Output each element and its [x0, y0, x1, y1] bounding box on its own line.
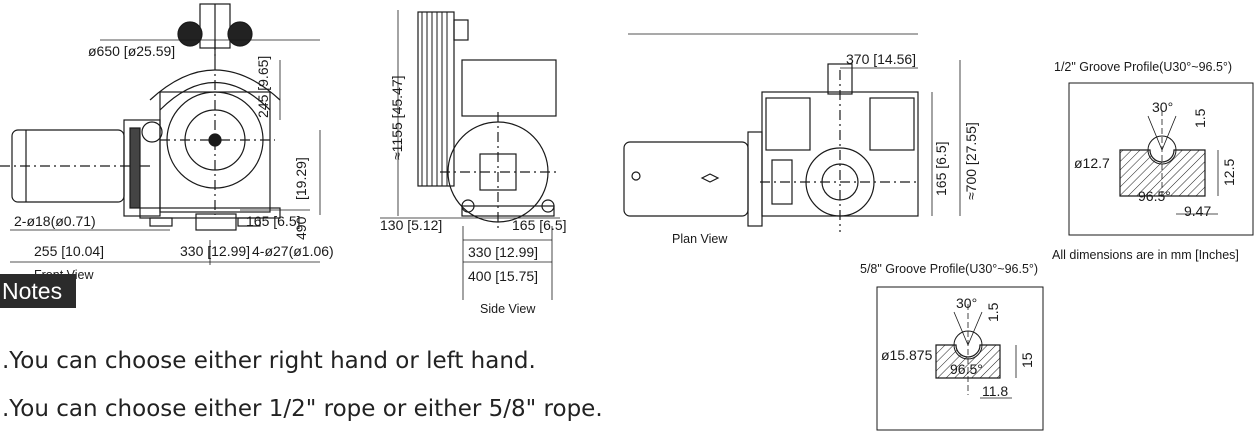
groove-five-eighths-depth: 1.5	[985, 302, 1001, 322]
dim-700: ≈700 [27.55]	[963, 122, 979, 200]
groove-five-eighths-profile: 30° 1.5 ø15.875 15 96.5° 11.8	[876, 286, 1044, 431]
dim-bolt-holes: 2-ø18(ø0.71)	[14, 213, 96, 229]
dim-165-side: 165 [6.5]	[512, 217, 567, 233]
groove-five-eighths-height: 15	[1019, 352, 1035, 368]
front-view-dims: ø650 [ø25.59] 245 [9.65] [19.29] 490 165…	[14, 43, 334, 282]
dim-330-side: 330 [12.99]	[468, 244, 538, 260]
notes-heading: Notes	[0, 274, 76, 308]
groove-half-height: 12.5	[1221, 159, 1237, 186]
groove-half-title: 1/2" Groove Profile(U30°~96.5°)	[1054, 60, 1232, 74]
dim-165-plan: 165 [6.5]	[933, 142, 949, 197]
groove-half-undercut: 96.5°	[1138, 188, 1171, 204]
dim-19-29: [19.29]	[293, 157, 309, 200]
dim-255: 255 [10.04]	[34, 243, 104, 259]
dim-370: 370 [14.56]	[846, 51, 916, 67]
side-view-caption: Side View	[480, 302, 536, 316]
dim-1155: ≈1155 [45.47]	[389, 76, 405, 161]
groove-five-eighths-width: 11.8	[982, 383, 1008, 399]
groove-half-profile: 30° 1.5 ø12.7 12.5 96.5° 9.47	[1068, 82, 1254, 236]
dim-245: 245 [9.65]	[255, 56, 271, 118]
groove-five-eighths-title: 5/8" Groove Profile(U30°~96.5°)	[860, 262, 1038, 276]
side-view	[380, 10, 560, 300]
units-note: All dimensions are in mm [Inches]	[1052, 248, 1239, 262]
dim-sheave-diameter: ø650 [ø25.59]	[88, 43, 175, 59]
groove-half-depth: 1.5	[1192, 108, 1208, 128]
groove-five-eighths-angle: 30°	[956, 295, 977, 311]
groove-five-eighths-diameter: ø15.875	[881, 347, 933, 363]
plan-view-dims: 370 [14.56] 165 [6.5] ≈700 [27.55] Plan …	[672, 51, 979, 246]
note-item-rope: .You can choose either 1/2" rope or eith…	[2, 396, 603, 422]
side-view-dims: ≈1155 [45.47] 130 [5.12] 165 [6.5] 330 […	[380, 76, 567, 317]
dim-330-front: 330 [12.99]	[180, 243, 250, 259]
groove-five-eighths-undercut: 96.5°	[950, 361, 983, 377]
dim-165-front: 165 [6.5]	[246, 213, 301, 229]
plan-view	[623, 33, 961, 232]
dim-490: 490	[293, 216, 309, 240]
groove-half-diameter: ø12.7	[1074, 155, 1110, 171]
plan-view-caption: Plan View	[672, 232, 728, 246]
dim-130: 130 [5.12]	[380, 217, 442, 233]
front-view	[0, 3, 321, 265]
dim-anchor-holes: 4-ø27(ø1.06)	[252, 243, 334, 259]
groove-half-angle: 30°	[1152, 99, 1173, 115]
dim-400: 400 [15.75]	[468, 268, 538, 284]
note-item-hand: .You can choose either right hand or lef…	[2, 348, 536, 374]
groove-half-width: 9.47	[1184, 203, 1211, 219]
